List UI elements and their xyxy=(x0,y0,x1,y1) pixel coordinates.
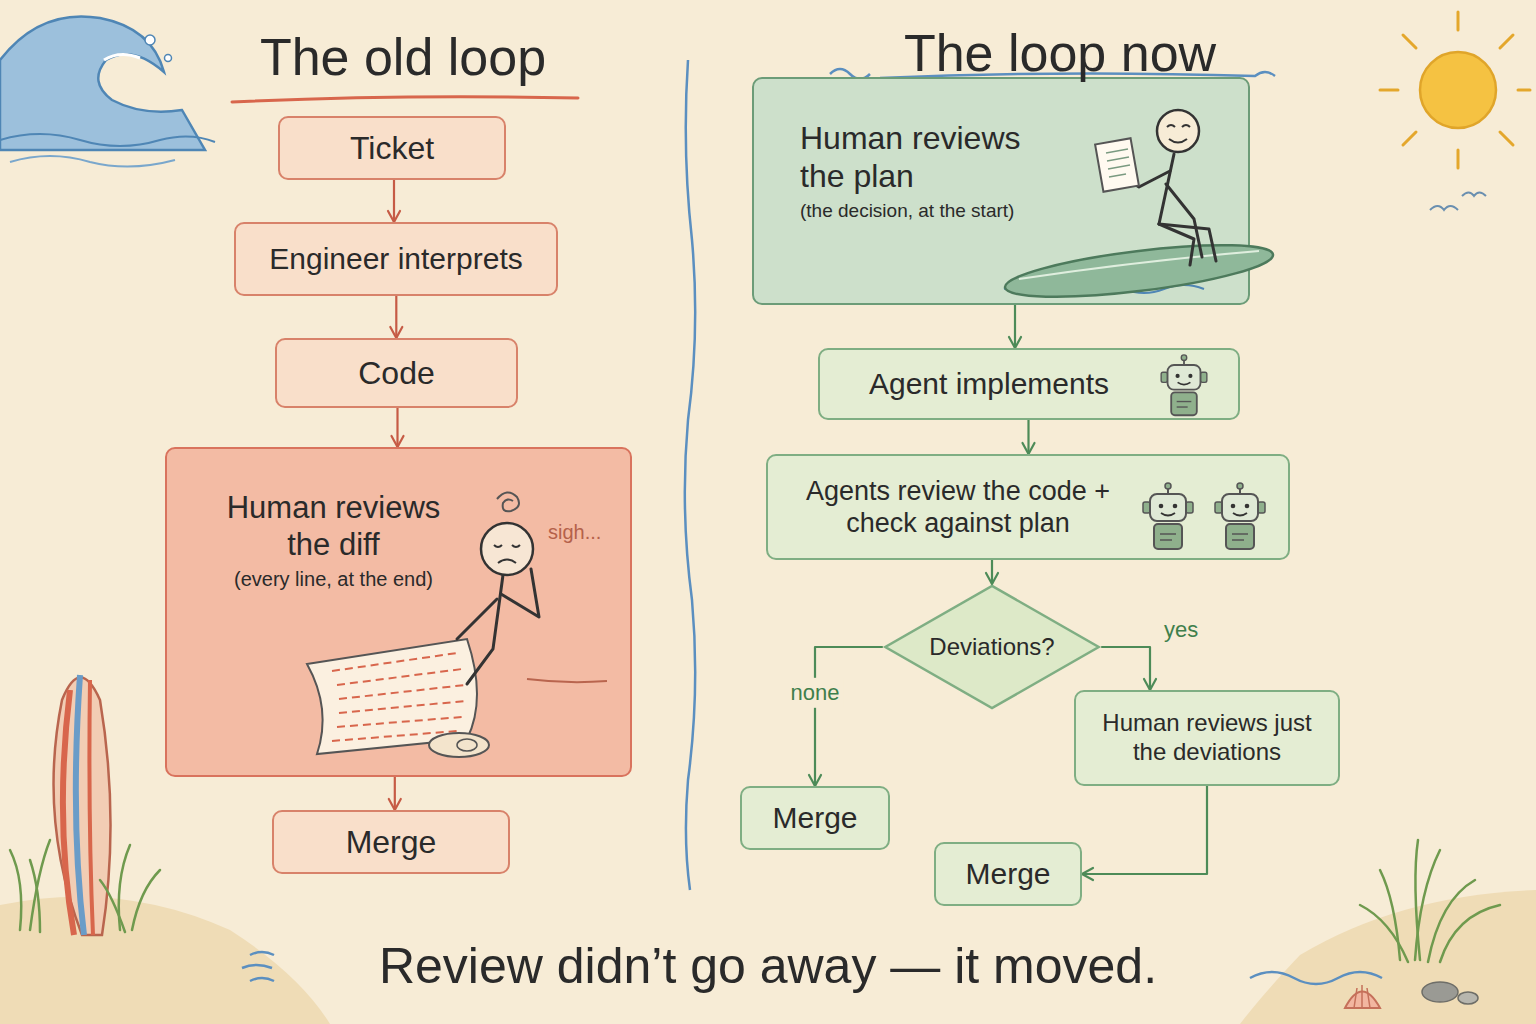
flow-arrow xyxy=(1102,647,1150,690)
node-text: Human reviews the diff xyxy=(207,489,460,563)
flow-arrow xyxy=(815,647,882,786)
decision-diamond: Deviations? xyxy=(882,584,1102,710)
node-text: Ticket xyxy=(350,129,434,167)
column-title: The old loop xyxy=(260,26,546,88)
sigh-note: sigh... xyxy=(548,520,601,544)
node-text: Merge xyxy=(346,823,437,861)
flow-arrow xyxy=(1082,786,1207,874)
node-text: Agent implements xyxy=(869,366,1109,402)
node-text: Engineer interprets xyxy=(269,241,522,277)
edge-label: none xyxy=(787,678,844,708)
flow-arrow xyxy=(394,777,396,810)
process-box: Engineer interprets xyxy=(234,222,558,296)
flow-arrow xyxy=(393,180,395,222)
node-text: Human reviews the plan xyxy=(800,119,1073,196)
robot-icon xyxy=(1156,354,1212,418)
node-text: Human reviews just the deviations xyxy=(1090,709,1324,767)
flow-arrow xyxy=(1014,305,1016,348)
node-subtext: (the decision, at the start) xyxy=(800,200,1014,223)
process-box: Ticket xyxy=(278,116,506,180)
edge-label: yes xyxy=(1164,617,1198,643)
review-box: Human reviews the diff (every line, at th… xyxy=(165,447,632,777)
process-box: Agent implements xyxy=(818,348,1240,420)
flow-arrow xyxy=(396,408,398,447)
robot-icon xyxy=(1138,482,1198,552)
flow-arrow xyxy=(1027,420,1029,454)
review-box: Human reviews just the deviations xyxy=(1074,690,1340,786)
node-subtext: (every line, at the end) xyxy=(234,567,433,591)
column-title: The loop now xyxy=(904,22,1216,84)
merge-box: Merge xyxy=(272,810,510,874)
process-box: Code xyxy=(275,338,518,408)
node-text: Agents review the code + check against p… xyxy=(798,475,1118,540)
node-text: Deviations? xyxy=(929,633,1054,662)
node-text: Merge xyxy=(772,800,857,836)
merge-box: Merge xyxy=(934,842,1082,906)
process-box: Agents review the code + check against p… xyxy=(766,454,1290,560)
flow-arrow xyxy=(991,560,993,584)
merge-box: Merge xyxy=(740,786,890,850)
node-text: Merge xyxy=(965,856,1050,892)
caption: Review didn’t go away — it moved. xyxy=(379,936,1157,996)
flow-arrow xyxy=(395,296,397,338)
review-box: Human reviews the plan (the decision, at … xyxy=(752,77,1250,305)
node-text: Code xyxy=(358,354,435,392)
robot-icon xyxy=(1210,482,1270,552)
